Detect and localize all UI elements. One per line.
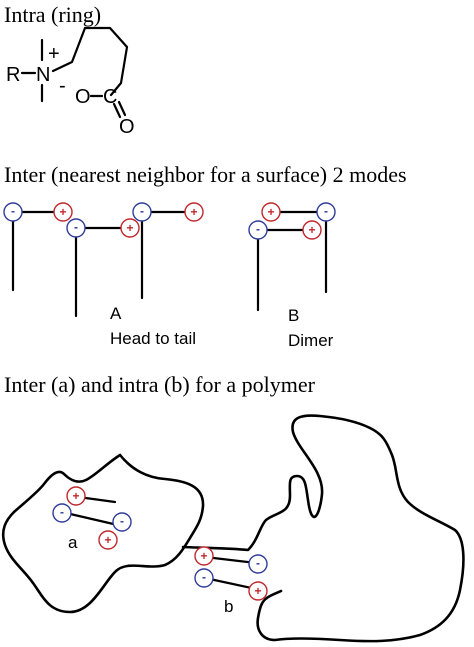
charge-pos-a3: +: [184, 202, 204, 222]
charge-neg-b1-sign: -: [324, 204, 328, 218]
charge-pos-pb1: +: [194, 546, 214, 566]
charge-neg-pb2-sign: -: [202, 570, 206, 584]
charge-pos-a1: +: [53, 202, 73, 222]
charge-pos-a2-circle: [120, 218, 140, 238]
charge-pos-b1: +: [261, 202, 281, 222]
polymer-link-b1: [203, 555, 258, 565]
heading-polymer: Inter (a) and intra (b) for a polymer: [4, 372, 316, 397]
charge-pos-pa1: +: [66, 486, 86, 506]
charge-neg-a2: -: [66, 218, 86, 238]
mode-b-letter: B: [288, 306, 299, 325]
zwitterion-structure: R N + - O C O: [6, 26, 135, 138]
charge-neg-pb1-sign: -: [256, 556, 260, 570]
charge-neg-a1-sign: -: [11, 204, 15, 218]
charge-neg-b2-sign: -: [256, 222, 260, 236]
charge-pos-pa2-sign: +: [104, 533, 111, 547]
charge-neg-a1-circle: [3, 202, 23, 222]
charge-neg-a1: -: [3, 202, 23, 222]
charge-neg-pa1: -: [52, 503, 72, 523]
charge-neg-b2-circle: [248, 220, 268, 240]
charge-pos-a1-circle: [53, 202, 73, 222]
polymer-label-a: a: [68, 533, 78, 552]
c-o-double-bond-2: [117, 100, 127, 117]
charge-neg-pb1: -: [248, 554, 268, 574]
charge-pos-a3-sign: +: [190, 205, 197, 219]
charge-pos-b2-circle: [302, 220, 322, 240]
mode-a-text: Head to tail: [110, 329, 196, 348]
charge-neg-a3-circle: [132, 202, 152, 222]
heading-intra: Intra (ring): [4, 2, 101, 27]
charge-pos-pa1-circle: [66, 486, 86, 506]
r-label: R: [6, 64, 20, 86]
polymer-blob-right: [181, 414, 465, 643]
mode-a-head-to-tail: - + - + - + A Head to tail: [3, 202, 204, 348]
charge-pos-b1-sign: +: [267, 205, 274, 219]
mode-a-letter: A: [110, 304, 122, 323]
charge-neg-pb2-circle: [194, 568, 214, 588]
n-plus-charge: +: [48, 43, 60, 65]
n-atom: N: [36, 64, 50, 86]
charge-neg-pa1-circle: [52, 503, 72, 523]
charge-pos-pa2-circle: [98, 530, 118, 550]
polymer-diagram: + - - + + - - + a b: [1, 414, 465, 643]
c-atom: C: [103, 86, 117, 108]
charge-neg-a3: -: [132, 202, 152, 222]
ring-chain: [51, 26, 129, 97]
mode-b-text: Dimer: [288, 331, 334, 350]
heading-inter-surface: Inter (nearest neighbor for a surface) 2…: [4, 162, 407, 187]
charge-pos-a2-sign: +: [126, 221, 133, 235]
charge-pos-pb2-circle: [248, 581, 268, 601]
charge-neg-pa1-sign: -: [60, 505, 64, 519]
charge-pos-pb1-sign: +: [200, 549, 207, 563]
polymer-blob-left: [1, 453, 205, 614]
charge-neg-pa2: -: [112, 512, 132, 532]
charge-neg-pb1-circle: [248, 554, 268, 574]
charge-pos-a3-circle: [184, 202, 204, 222]
charge-pos-pb2-sign: +: [254, 584, 261, 598]
charge-neg-a2-circle: [66, 218, 86, 238]
charge-pos-pa1-sign: +: [72, 489, 79, 503]
charge-neg-b2: -: [248, 220, 268, 240]
charge-pos-pa2: +: [98, 530, 118, 550]
charge-pos-pb2: +: [248, 581, 268, 601]
charge-pos-b1-circle: [261, 202, 281, 222]
o-atom-single: O: [75, 86, 91, 108]
charge-pos-pb1-circle: [194, 546, 214, 566]
charge-neg-pa2-circle: [112, 512, 132, 532]
charge-neg-a2-sign: -: [74, 220, 78, 234]
polymer-label-b: b: [224, 597, 233, 616]
charge-neg-b1: -: [316, 202, 336, 222]
charge-neg-pa2-sign: -: [120, 514, 124, 528]
charge-neg-a3-sign: -: [140, 204, 144, 218]
charge-neg-b1-circle: [316, 202, 336, 222]
o-atom-double: O: [119, 116, 135, 138]
charge-pos-b2: +: [302, 220, 322, 240]
charge-neg-pb2: -: [194, 568, 214, 588]
charge-pos-b2-sign: +: [308, 223, 315, 237]
charge-pos-a2: +: [120, 218, 140, 238]
mode-b-dimer: + - - + B Dimer: [248, 202, 336, 350]
o-minus-charge: -: [59, 75, 66, 97]
c-o-double-bond-1: [112, 102, 122, 119]
charge-pos-a1-sign: +: [59, 205, 66, 219]
